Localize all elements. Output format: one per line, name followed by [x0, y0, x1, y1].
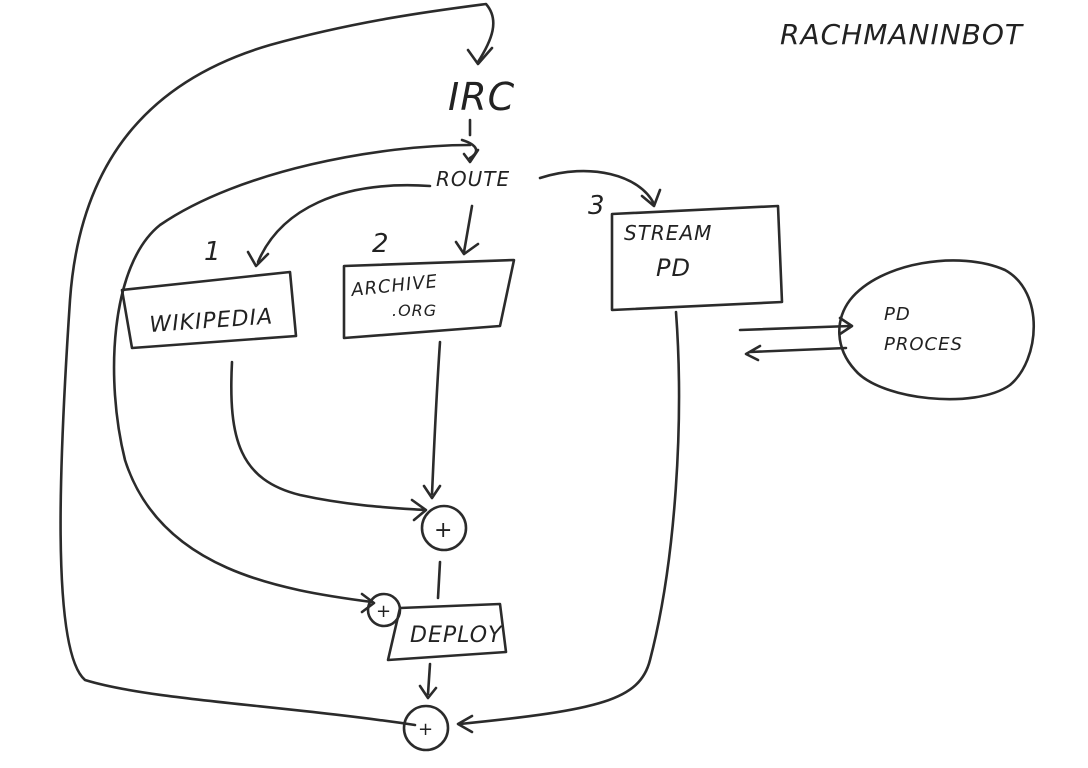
merge-to-deploy-line	[436, 560, 442, 600]
pd-process-blob	[838, 259, 1035, 401]
wikipedia-box	[120, 270, 298, 350]
pd-process-line1: PD	[884, 304, 911, 325]
deploy-box	[386, 602, 508, 662]
stream-to-pd-arrow	[738, 316, 854, 336]
route-to-archive-arrow	[462, 204, 474, 254]
archive-box	[342, 258, 516, 340]
route-to-wikipedia-arrowhead	[246, 250, 270, 268]
merge-plus-top: +	[434, 518, 453, 543]
archive-to-merge-arrow	[430, 340, 442, 496]
diagram-title: RACHMANINBOT	[780, 18, 1024, 51]
wikipedia-node: WIKIPEDIA	[149, 304, 274, 338]
archive-node: ARCHIVE	[349, 271, 439, 301]
inner-loop-curve	[112, 143, 472, 604]
branch-number-2: 2	[372, 229, 390, 259]
wikipedia-to-merge-arrowhead	[410, 498, 428, 522]
route-to-wikipedia-arrow	[256, 183, 432, 264]
stream-sub-label: PD	[656, 254, 691, 282]
loop-back-arrowhead	[466, 46, 494, 66]
merge-plus-bottom: +	[418, 719, 434, 740]
stream-to-bottom-arrow	[458, 310, 681, 726]
stream-to-bottom-arrowhead	[456, 714, 474, 734]
wikipedia-to-merge-arrow	[230, 360, 426, 512]
deploy-node: DEPLOY	[410, 623, 503, 648]
pd-to-stream-arrow	[744, 344, 848, 362]
stream-node: STREAM	[624, 221, 712, 245]
irc-node: IRC	[448, 75, 515, 119]
merge-circle-top	[420, 504, 468, 552]
pd-process-line2: PROCES	[884, 334, 963, 355]
branch-number-3: 3	[588, 191, 606, 221]
irc-route-connector	[460, 118, 480, 164]
stream-box	[610, 204, 784, 312]
archive-suffix: .ORG	[392, 301, 437, 320]
branch-number-1: 1	[204, 237, 222, 267]
loop-back-arrow	[59, 2, 495, 727]
deploy-to-bottom-arrow	[418, 662, 438, 700]
merge-circle-bottom	[402, 704, 450, 752]
route-to-stream-arrowhead	[640, 188, 662, 208]
inner-loop-arrowhead	[360, 592, 376, 614]
route-node: ROUTE	[436, 167, 510, 191]
deploy-join-plus: +	[376, 601, 392, 622]
route-to-archive-arrowhead	[454, 240, 480, 256]
archive-to-merge-arrowhead	[422, 484, 442, 500]
route-to-stream-arrow	[538, 169, 656, 206]
